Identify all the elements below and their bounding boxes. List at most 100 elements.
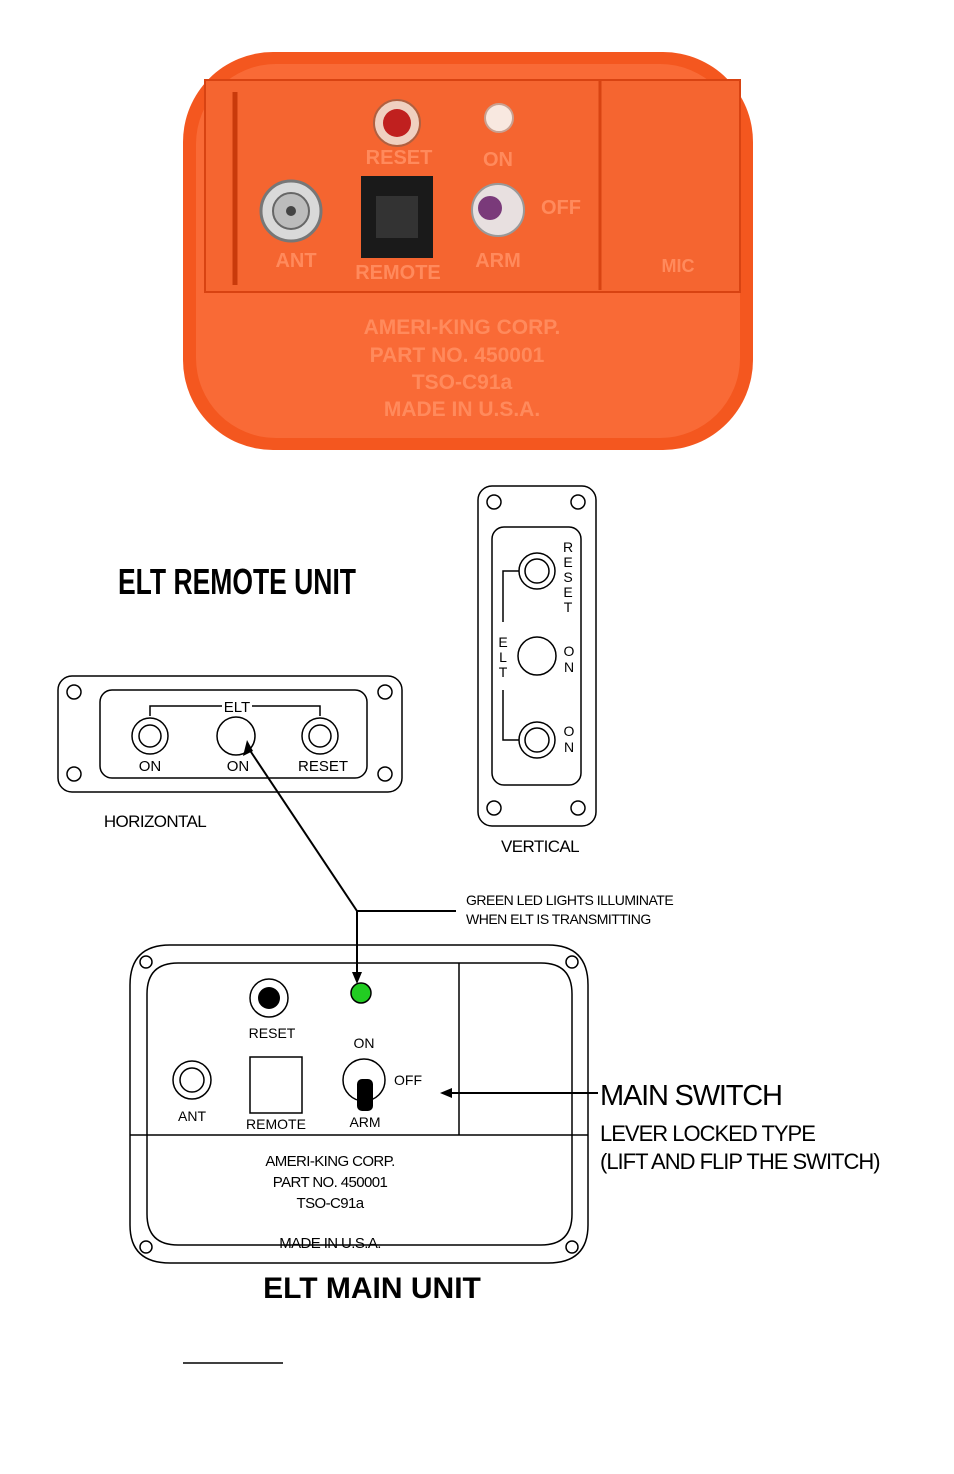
main-unit-screw-tr [565,955,579,969]
main-unit-inner-housing [146,962,573,1246]
vertical-bottom-led-inner [524,727,550,753]
photo-label-off: OFF [541,197,581,219]
main-plate-line-4: MADE IN U.S.A. [279,1235,381,1252]
vertical-reset-letter: R [563,539,573,555]
horizontal-label-elt: ELT [224,699,250,716]
main-label-arm: ARM [349,1114,380,1130]
main-plate-line-2: PART NO. 450001 [273,1174,388,1191]
photo-label-remote: REMOTE [355,262,441,284]
main-label-ant: ANT [178,1108,206,1124]
main-unit-screw-tl [139,955,153,969]
main-switch-line-2: (LIFT AND FLIP THE SWITCH) [600,1149,880,1174]
horizontal-screw-br [377,766,393,782]
main-label-remote: REMOTE [246,1116,306,1132]
main-unit-remote-jack [249,1056,303,1114]
vertical-elt-bracket-bottom [502,690,519,741]
photo-plate-line-3: TSO-C91a [412,371,513,394]
main-unit-reset-button [258,987,280,1009]
vertical-screw-tl [486,494,502,510]
horizontal-label-on-left: ON [139,758,162,775]
remote-unit-title: ELT REMOTE UNIT [118,561,356,602]
main-plate-line-1: AMERI-KING CORP. [265,1153,394,1170]
main-unit-antenna-outer [172,1060,212,1100]
main-unit-screw-bl [139,1240,153,1254]
vertical-elt-letter: L [499,649,507,665]
vertical-elt-label: E L T [498,634,507,680]
vertical-on-mid-label: O N [564,643,575,675]
horizontal-outer-plate [57,675,403,793]
vertical-on-bottom-label: O N [564,723,575,755]
elt-photo: RESET ON OFF ANT REMOTE ARM MIC AMERI-KI… [183,52,753,450]
leader-arrowhead-bottom [352,972,362,984]
horizontal-label-on-center: ON [227,758,250,775]
horizontal-screw-bl [66,766,82,782]
main-unit-switch-lever [357,1079,373,1111]
photo-label-arm: ARM [475,250,521,272]
horizontal-remote-panel [57,675,403,793]
horizontal-caption: HORIZONTAL [104,812,206,831]
photo-plate-line-4: MADE IN U.S.A. [384,398,540,421]
photo-reset-button [383,109,411,137]
vertical-reset-letter: E [563,584,572,600]
vertical-caption: VERTICAL [501,837,579,856]
leader-diagonal [246,745,358,912]
main-unit-green-led [350,982,372,1004]
vertical-elt-letter: T [499,664,508,680]
photo-label-on: ON [483,149,513,171]
photo-label-ant: ANT [275,250,316,272]
main-switch-title: MAIN SWITCH [600,1080,782,1112]
horizontal-elt-bracket-right [252,705,321,716]
main-plate-line-3: TSO-C91a [297,1195,365,1212]
main-switch-arrowhead [440,1088,452,1098]
horizontal-screw-tr [377,684,393,700]
vertical-outer-plate [477,485,597,827]
main-label-reset: RESET [249,1025,296,1041]
vertical-reset-letter: T [564,599,573,615]
vertical-on-bottom-letter: O [564,723,575,739]
vertical-on-mid-letter: O [564,643,575,659]
photo-main-switch-lever [478,196,502,220]
vertical-reset-button-inner [524,558,550,584]
vertical-elt-letter: E [498,634,507,650]
photo-remote-jack-inner [376,196,418,238]
horizontal-left-led-inner [138,724,162,748]
callout-line-1: GREEN LED LIGHTS ILLUMINATE [466,892,673,908]
vertical-reset-letter: S [563,569,572,585]
main-unit-antenna-inner [179,1067,205,1093]
horizontal-inner-plate [99,689,368,779]
photo-label-mic: MIC [662,256,695,276]
vertical-on-mid-letter: N [564,659,574,675]
vertical-screw-br [570,800,586,816]
vertical-reset-label: R E S E T [563,539,573,615]
vertical-inner-plate [491,526,582,786]
vertical-reset-letter: E [563,554,572,570]
photo-led [484,103,514,133]
horizontal-center-led [216,716,256,756]
photo-label-reset: RESET [366,147,433,169]
main-label-off: OFF [394,1072,422,1088]
vertical-screw-bl [486,800,502,816]
photo-plate-line-1: AMERI-KING CORP. [364,316,561,339]
horizontal-reset-button-outer [301,717,339,755]
main-unit-drawing [129,944,589,1264]
main-label-on: ON [354,1035,375,1051]
horizontal-label-reset: RESET [298,758,348,775]
vertical-screw-tr [570,494,586,510]
horizontal-left-led-outer [131,717,169,755]
horizontal-elt-bracket-left [149,705,222,716]
vertical-elt-bracket-top [502,570,519,622]
main-switch-line-1: LEVER LOCKED TYPE [600,1121,815,1146]
horizontal-reset-button-inner [308,724,332,748]
photo-antenna-pin [286,206,296,216]
main-unit-title: ELT MAIN UNIT [263,1272,481,1305]
photo-plate-line-2: PART NO. 450001 [370,344,545,367]
led-callout-leader [246,745,456,978]
callout-line-2: WHEN ELT IS TRANSMITTING [466,911,651,927]
main-unit-screw-br [565,1240,579,1254]
leader-arrowhead-top [243,740,253,756]
main-unit-reset-bezel [249,978,289,1018]
vertical-center-led [517,636,557,676]
vertical-on-bottom-letter: N [564,739,574,755]
